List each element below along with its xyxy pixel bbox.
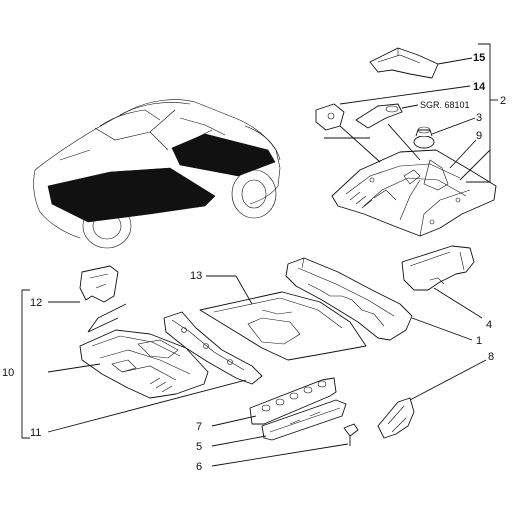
part-8-bracket bbox=[377, 359, 487, 439]
callout-15: 15 bbox=[473, 52, 485, 64]
sgr-tool bbox=[355, 103, 419, 129]
callout-9: 9 bbox=[476, 130, 482, 142]
part-12-bracket bbox=[48, 265, 127, 333]
floor-mat-front bbox=[47, 167, 216, 223]
part-6-bolt bbox=[211, 423, 359, 467]
callout-5: 5 bbox=[196, 441, 202, 453]
callout-1: 1 bbox=[476, 335, 482, 347]
part-10-front-floor bbox=[47, 329, 209, 399]
part-15-bracket bbox=[369, 47, 473, 79]
part-3-grommet bbox=[413, 117, 476, 149]
callout-7: 7 bbox=[196, 421, 202, 433]
part-14-clip bbox=[315, 85, 471, 131]
part-4-bracket bbox=[401, 245, 483, 319]
reference-label: SGR. 68101 bbox=[420, 100, 470, 110]
callout-11: 11 bbox=[30, 427, 41, 439]
callout-13: 13 bbox=[190, 270, 202, 282]
part-5-rail bbox=[211, 399, 347, 447]
callout-6: 6 bbox=[196, 461, 202, 473]
part-1-crossmember bbox=[285, 257, 473, 341]
floor-mat-rear bbox=[171, 133, 276, 177]
callout-3: 3 bbox=[476, 112, 482, 124]
bracket-10 bbox=[21, 289, 30, 439]
callout-8: 8 bbox=[488, 351, 494, 363]
callout-2: 2 bbox=[500, 95, 506, 107]
part-13-floor-panel bbox=[199, 275, 367, 361]
part-7-rail bbox=[211, 377, 337, 427]
callout-12: 12 bbox=[30, 297, 42, 309]
callout-14: 14 bbox=[473, 81, 486, 93]
callout-10: 10 bbox=[2, 367, 14, 379]
part-11-sill bbox=[47, 311, 263, 433]
part-2-rear-floor bbox=[324, 43, 498, 237]
car-illustration bbox=[33, 99, 281, 249]
callout-4: 4 bbox=[486, 319, 492, 331]
